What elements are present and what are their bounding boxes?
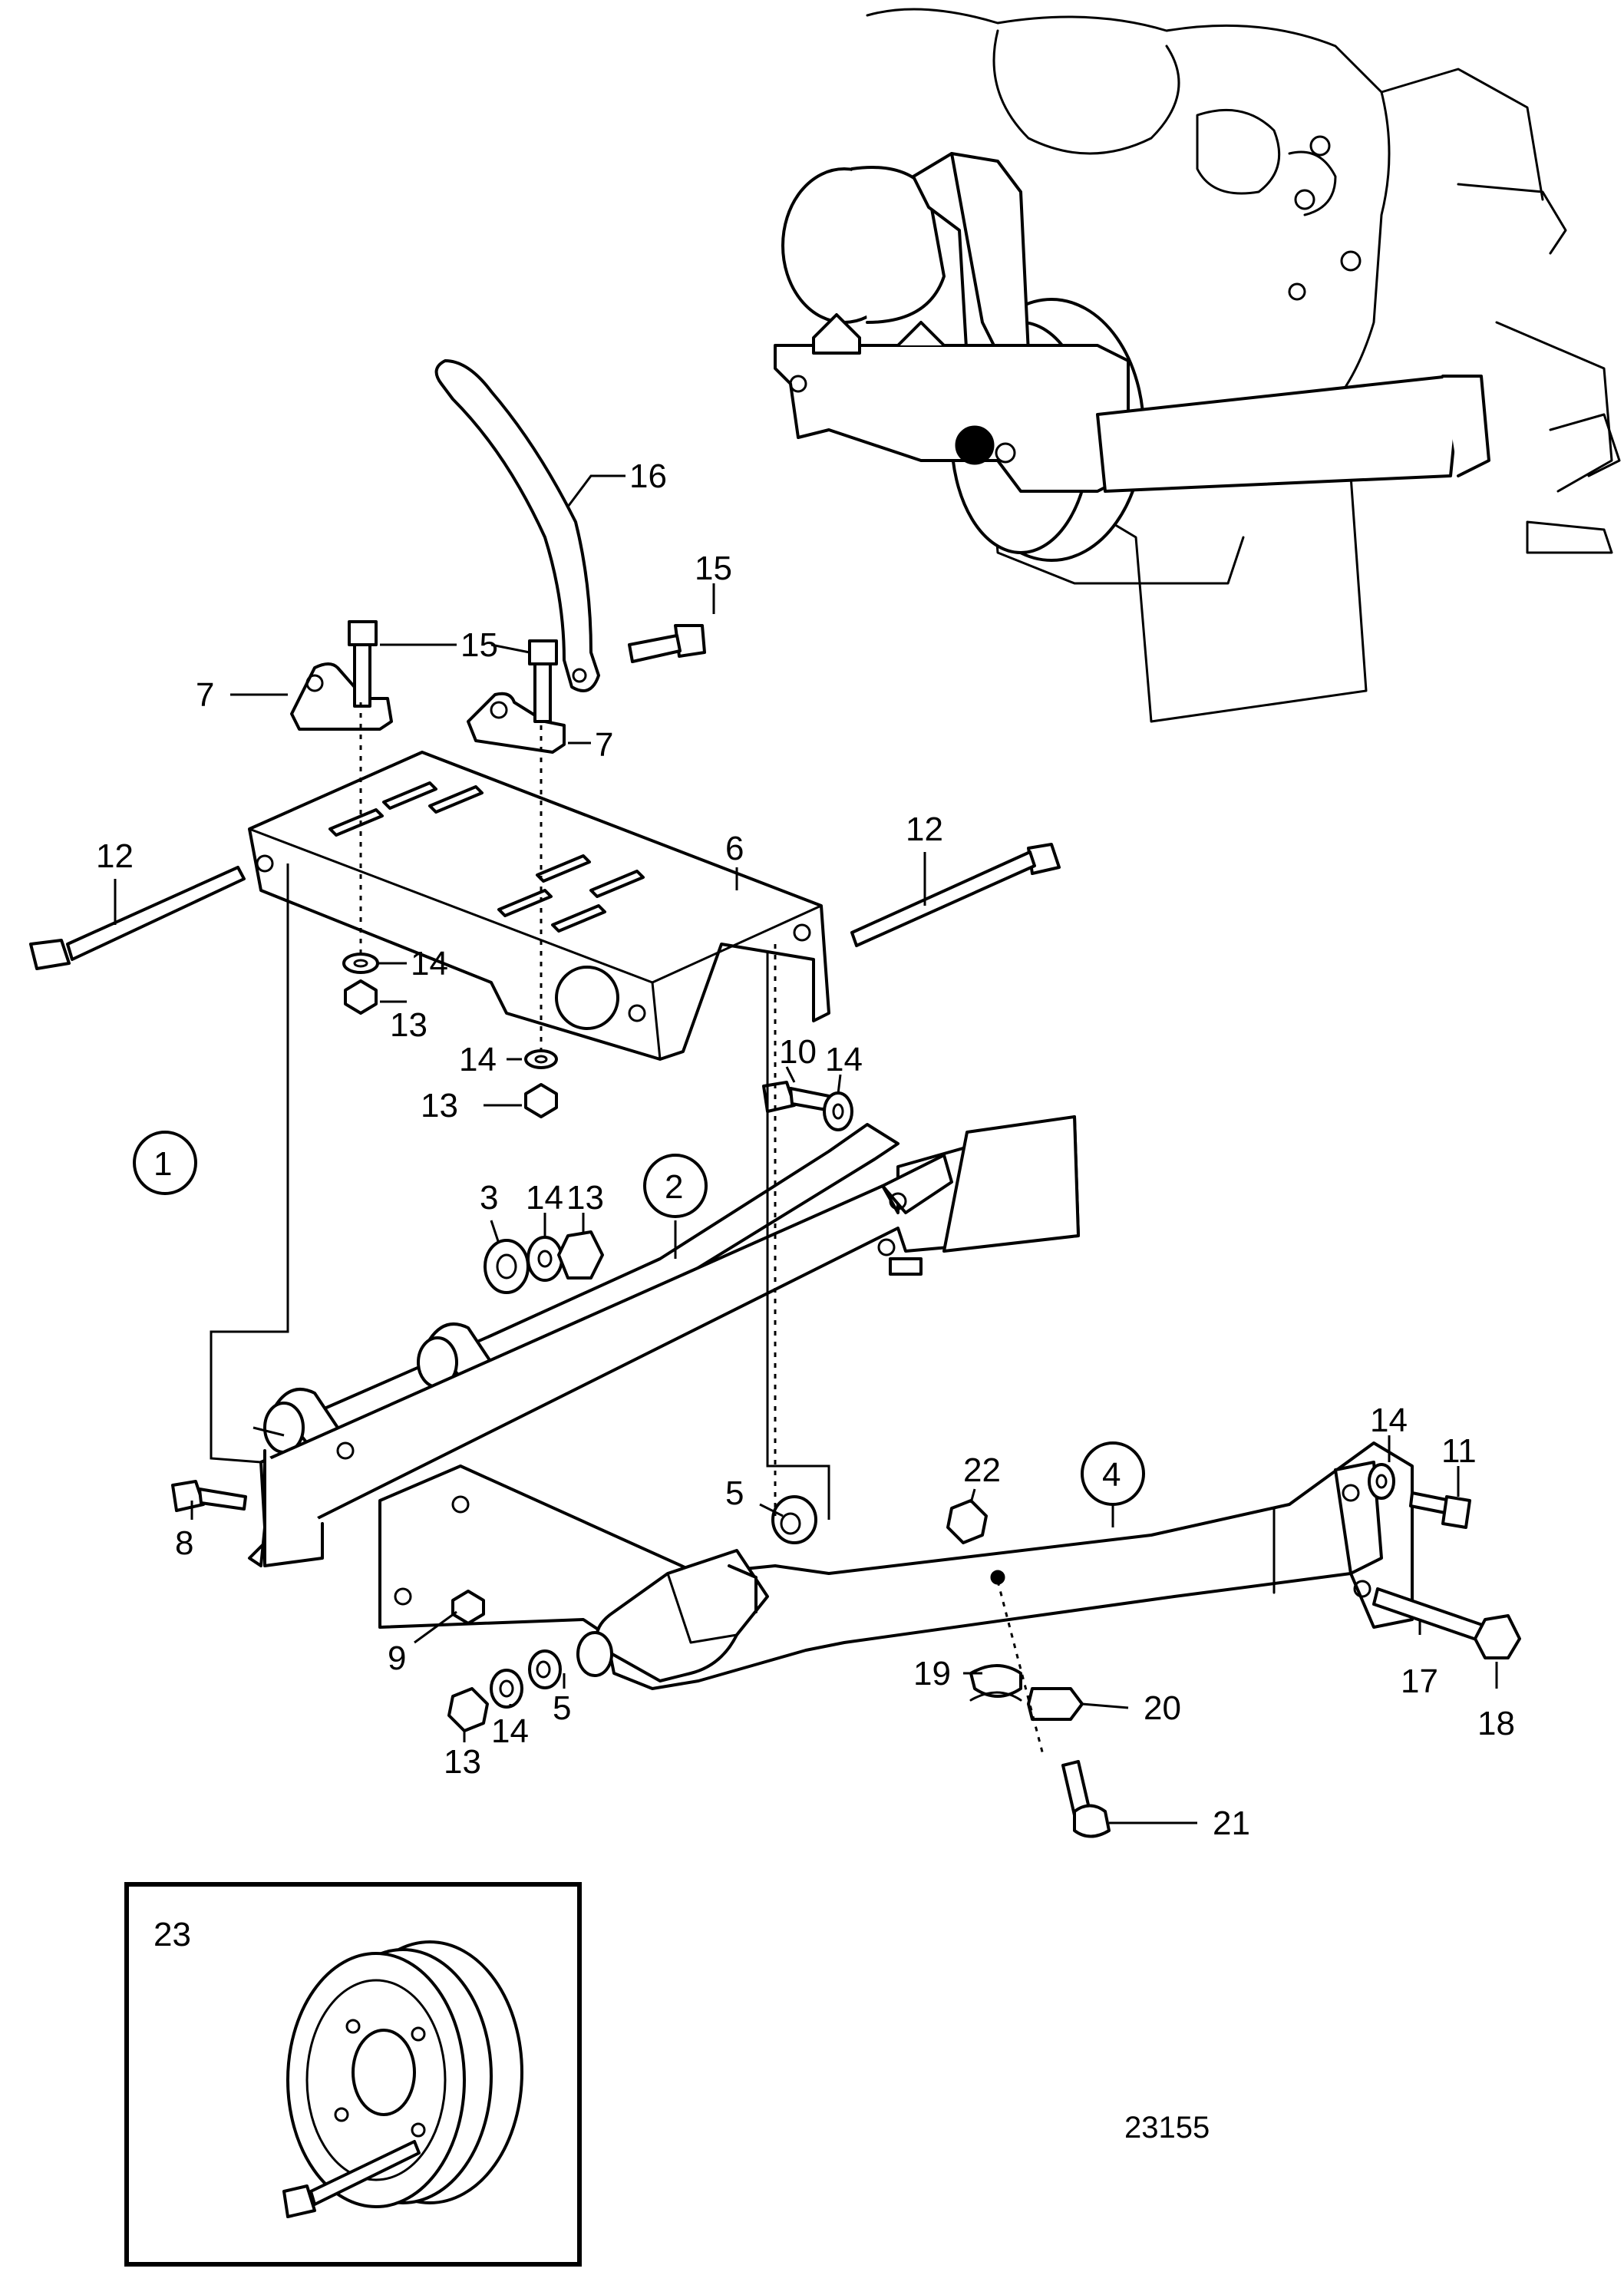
support-arm-4 [378,1441,1414,1690]
callout-21: 21 [1213,1805,1250,1842]
washer-14-e [490,1669,523,1709]
callout-14-a: 14 [411,945,448,982]
callout-13-d: 13 [444,1743,481,1781]
callout-2: 2 [665,1168,683,1206]
bolt-8 [171,1480,247,1512]
callout-17: 17 [1401,1663,1438,1700]
bolt-15-left [348,620,378,708]
main-bracket-6 [248,751,830,1061]
nut-13-a [344,979,378,1015]
bushing-5-upper [771,1495,817,1544]
callout-1: 1 [153,1145,172,1183]
nut-9 [451,1590,485,1625]
callout-18: 18 [1477,1705,1515,1742]
figure-number: 23155 [1124,2111,1210,2145]
callout-circle-2 [643,1154,708,1218]
callout-3: 3 [480,1179,498,1217]
nut-22 [946,1499,988,1544]
bolt-15-middle [528,639,558,723]
bolt-12-left [29,866,246,970]
alignment-lines [210,702,1045,1758]
callout-20: 20 [1144,1689,1181,1727]
callout-14-e: 14 [491,1712,529,1750]
callout-10: 10 [779,1033,817,1071]
callout-8: 8 [175,1524,193,1562]
callout-circle-1 [133,1131,197,1195]
callout-6: 6 [725,830,744,867]
clamp-19 [969,1664,1022,1702]
engine-context-illustration [774,8,1621,723]
callout-7-left: 7 [196,676,214,714]
clamp-20 [1027,1687,1084,1721]
callout-14-b: 14 [459,1041,497,1078]
callout-5-upper: 5 [725,1474,744,1512]
inset-box-23: 23 [124,1882,582,2267]
washer-14-c [823,1091,853,1131]
callout-12-left: 12 [96,837,134,875]
callout-11: 11 [1441,1432,1477,1470]
leader-lines [114,474,1498,1824]
circled-callouts [133,1131,1145,1506]
callout-15-left: 15 [460,626,498,664]
washer-14-f [1368,1463,1395,1500]
bolt-21 [1061,1760,1111,1838]
callout-13-c: 13 [566,1179,604,1217]
callout-7-right: 7 [595,726,613,764]
callout-14-d: 14 [526,1179,563,1217]
pulley-23 [282,1940,523,2218]
washer-14-b [524,1049,558,1069]
callout-13-a: 13 [390,1006,427,1044]
nut-13-c [557,1230,604,1280]
callout-23: 23 [153,1916,191,1953]
callout-19: 19 [913,1655,951,1692]
bolt-11 [1409,1491,1471,1529]
bolt-15-right [628,624,706,663]
washer-14-d [526,1236,563,1282]
nut-13-d [447,1687,489,1732]
tension-bar-2 [305,1123,899,1445]
bushing-5-lower [528,1649,562,1689]
callout-labels: 1 2 3 4 5 5 6 7 7 8 9 10 11 12 12 13 13 … [96,457,1515,1842]
callout-9: 9 [388,1639,406,1677]
callout-circle-4 [1081,1441,1145,1506]
callout-14-c: 14 [825,1041,863,1078]
callout-12-right: 12 [906,811,943,848]
bracket-7-left [290,662,393,731]
bolt-12-right [850,843,1061,947]
callout-14-f: 14 [1370,1402,1408,1439]
washer-14-a [342,953,379,974]
callout-15-right: 15 [695,550,732,587]
callout-13-b: 13 [421,1087,458,1124]
nut-18 [1474,1614,1521,1659]
callout-4: 4 [1102,1456,1121,1494]
callout-22: 22 [963,1451,1001,1489]
mounting-plate-1 [248,1115,1080,1567]
nut-13-b [524,1083,558,1118]
bushing-3 [484,1239,530,1294]
callout-5-lower: 5 [553,1689,571,1727]
callout-16: 16 [629,457,667,495]
strap-bracket-16 [434,359,600,692]
